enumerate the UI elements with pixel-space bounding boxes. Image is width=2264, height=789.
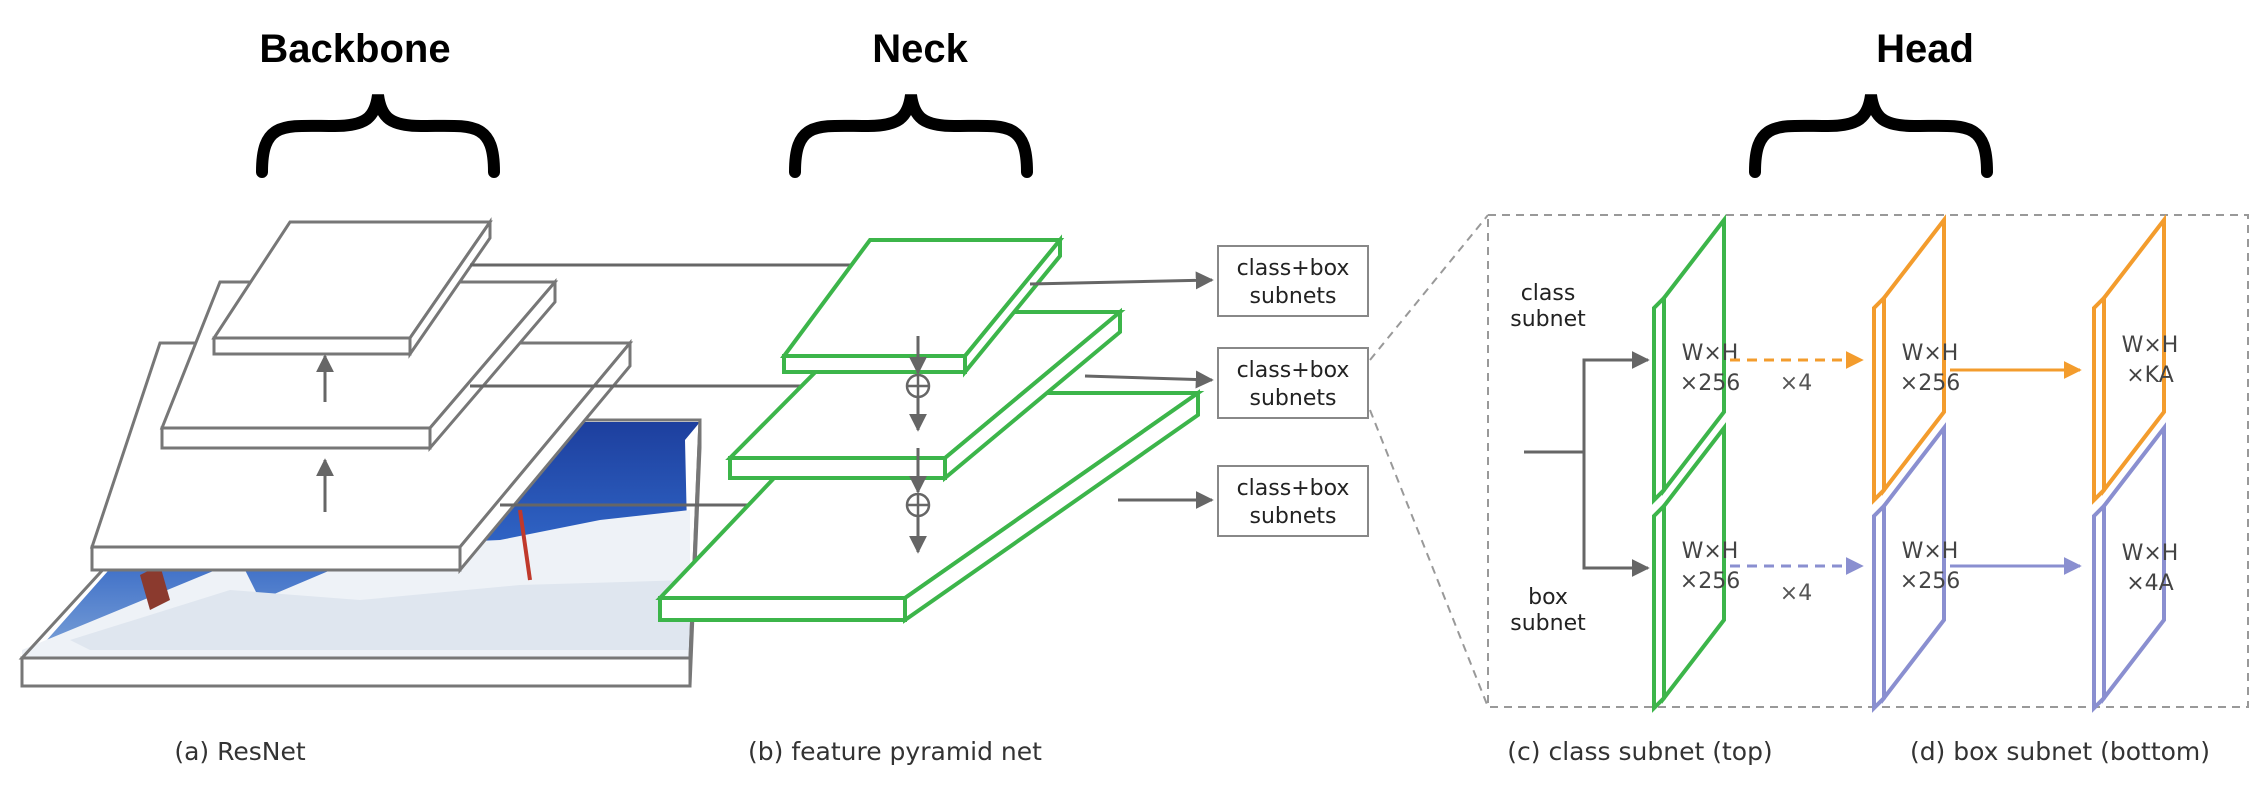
neck-title-group: Neck (789, 27, 1033, 178)
fpn-stack (655, 234, 1205, 624)
svg-text:×256: ×256 (1900, 569, 1960, 594)
svg-text:×KA: ×KA (2126, 363, 2174, 388)
svg-text:class+box: class+box (1237, 358, 1350, 383)
head-title-group: Head (1749, 27, 1993, 178)
class-tensor-2: W×H ×256 (1872, 214, 1960, 505)
class-subnet-label-line2: subnet (1510, 307, 1586, 332)
class-output-tensor: W×H ×KA (2092, 214, 2179, 505)
class-subnet-label-line1: class (1521, 281, 1576, 306)
subnet-box-1: class+box subnets (1217, 245, 1369, 317)
resnet-layer-1 (211, 217, 493, 359)
caption-box-subnet: (d) box subnet (bottom) (1910, 737, 2210, 766)
backbone-brace (256, 94, 500, 178)
caption-fpn: (b) feature pyramid net (748, 737, 1042, 766)
head-panel: class subnet box subnet W×H ×256 ×4 W×H … (1487, 214, 2249, 713)
caption-resnet: (a) ResNet (174, 737, 306, 766)
head-title: Head (1876, 27, 1974, 71)
svg-text:W×H: W×H (2122, 541, 2179, 566)
svg-text:×256: ×256 (1680, 569, 1740, 594)
svg-text:class+box: class+box (1237, 256, 1350, 281)
box-subnet-label-line1: box (1528, 585, 1568, 610)
svg-text:×256: ×256 (1900, 371, 1960, 396)
resnet-stack (18, 217, 702, 688)
subnet-box-3: class+box subnets (1217, 465, 1369, 537)
box-subnet-label-line2: subnet (1510, 611, 1586, 636)
svg-text:subnets: subnets (1250, 504, 1337, 529)
head-brace (1749, 94, 1993, 178)
neck-brace (789, 94, 1033, 178)
backbone-title: Backbone (259, 27, 450, 71)
svg-text:W×H: W×H (1682, 539, 1739, 564)
svg-text:×4A: ×4A (2126, 571, 2173, 596)
svg-text:subnets: subnets (1250, 386, 1337, 411)
svg-text:subnets: subnets (1250, 284, 1337, 309)
fpn-add-node-2 (905, 492, 931, 518)
fpn-add-node-1 (905, 373, 931, 399)
svg-text:W×H: W×H (1902, 539, 1959, 564)
box-output-tensor: W×H ×4A (2092, 422, 2179, 713)
fpn-level-1 (780, 234, 1065, 378)
box-tensor-2: W×H ×256 (1872, 422, 1960, 713)
caption-class-subnet: (c) class subnet (top) (1507, 737, 1772, 766)
fpn-outputs (1029, 271, 1214, 509)
class-tensor-1: W×H ×256 (1652, 214, 1740, 505)
neck-title: Neck (872, 27, 968, 71)
box-times4-label: ×4 (1780, 581, 1812, 606)
svg-text:class+box: class+box (1237, 476, 1350, 501)
backbone-title-group: Backbone (256, 27, 500, 178)
svg-text:W×H: W×H (2122, 333, 2179, 358)
fpn-level-3 (655, 389, 1205, 624)
svg-text:W×H: W×H (1902, 341, 1959, 366)
box-tensor-1: W×H ×256 (1652, 422, 1740, 713)
subnet-box-2: class+box subnets (1217, 347, 1369, 419)
svg-text:×256: ×256 (1680, 371, 1740, 396)
zoom-lines (1369, 214, 1489, 708)
class-times4-label: ×4 (1780, 371, 1812, 396)
svg-text:W×H: W×H (1682, 341, 1739, 366)
